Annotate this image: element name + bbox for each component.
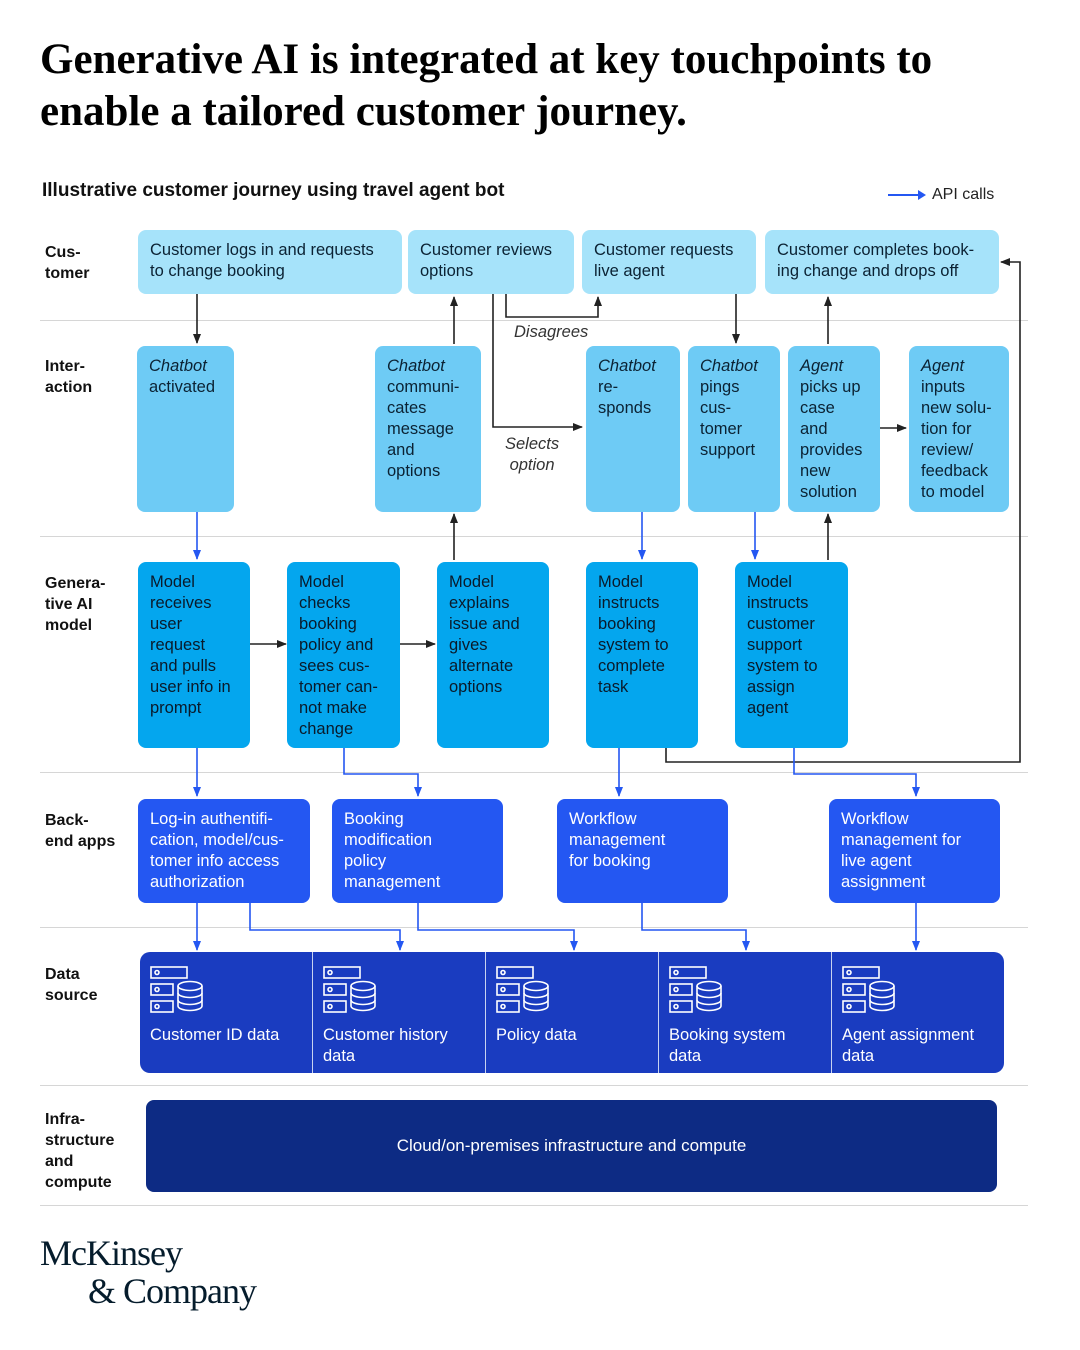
row-divider: [40, 1085, 1028, 1086]
row-divider: [40, 320, 1028, 321]
row-label-interaction: Inter-action: [45, 358, 93, 396]
api-arrow: [417, 903, 578, 951]
row-divider: [40, 1205, 1028, 1206]
data-source-divider: [312, 952, 313, 1073]
data-source-divider: [485, 952, 486, 1073]
legend: API calls: [888, 186, 994, 204]
data-source-policy: Policy data: [486, 952, 658, 1073]
data-source-customer-id: Customer ID data: [140, 952, 312, 1073]
database-icon: [669, 966, 722, 1013]
annotation-disagrees: Disagrees: [514, 323, 589, 341]
diagram-subtitle: Illustrative customer journey using trav…: [42, 180, 505, 201]
row-label-customer: Cus-tomer: [45, 244, 90, 282]
database-icon: [496, 966, 549, 1013]
row-divider: [40, 536, 1028, 537]
mckinsey-logo: McKinsey & Company: [40, 1233, 257, 1311]
api-arrow: [249, 903, 404, 951]
row-divider: [40, 927, 1028, 928]
row-divider: [40, 772, 1028, 773]
arrow-task-to-completes: [665, 258, 1021, 763]
legend-label: API calls: [932, 186, 995, 203]
arrow-right-icon: [888, 190, 926, 200]
backend-box-login-auth: Log-in authentifi-cation, model/cus- tom…: [138, 799, 310, 903]
database-icon: [323, 966, 376, 1013]
data-source-divider: [658, 952, 659, 1073]
row-label-backend: Back-end apps: [45, 812, 116, 850]
api-arrow: [793, 748, 920, 797]
customer-box-completes: Customer completes book-ing change and d…: [765, 230, 999, 294]
headline: Generative AI is integrated at key touch…: [40, 36, 933, 135]
interaction-box-chatbot-responds: Chatbot re-sponds: [586, 346, 680, 512]
database-icon: [842, 966, 895, 1013]
arrow-disagrees: [505, 294, 602, 318]
data-source-divider: [831, 952, 832, 1073]
api-arrow: [641, 903, 750, 951]
api-arrow: [343, 748, 422, 797]
infrastructure-box: Cloud/on-premises infrastructure and com…: [146, 1100, 997, 1192]
arrow-selects-option: [492, 294, 583, 431]
database-icon: [150, 966, 203, 1013]
